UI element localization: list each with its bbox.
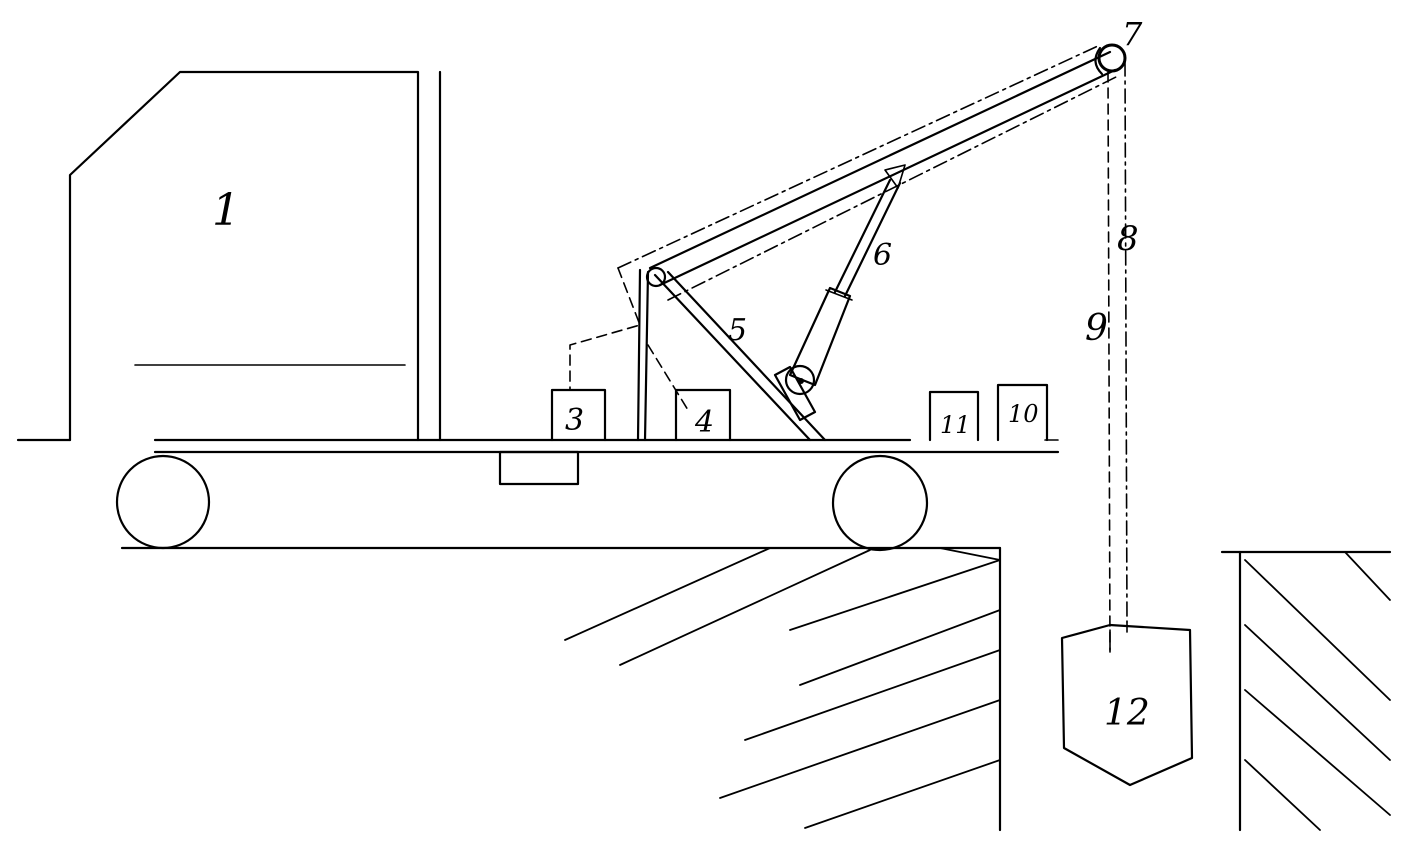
truck-chassis [153,438,1060,486]
label-10: 10 [1008,400,1039,428]
label-9: 9 [1085,308,1108,349]
boom-alt-position [569,44,1121,411]
label-4: 4 [694,405,714,440]
box-11 [928,390,980,442]
ground-left [120,546,1002,832]
label-6: 6 [873,238,892,273]
label-8: 8 [1117,219,1139,259]
truck-cab [16,70,442,442]
box-3 [550,388,607,442]
hoist-line-dash [1107,71,1111,653]
label-1: 1 [212,185,240,236]
crane-mast [636,268,650,442]
brace-5 [653,270,827,442]
boom-pivot [645,266,667,288]
rear-wheel [115,454,211,550]
hoist-line-dashdot [1124,61,1128,623]
box-10 [996,383,1049,442]
load-12 [1060,621,1194,787]
label-12: 12 [1104,693,1150,734]
ground-right [1220,550,1392,832]
label-7: 7 [1122,15,1143,53]
label-11: 11 [940,411,971,439]
label-3: 3 [565,403,584,438]
label-5: 5 [728,313,747,348]
front-wheel [831,454,929,552]
pulley-7 [1094,43,1127,76]
cylinder-6 [784,164,906,396]
crane-boom [648,50,1117,287]
box-4 [674,388,732,442]
